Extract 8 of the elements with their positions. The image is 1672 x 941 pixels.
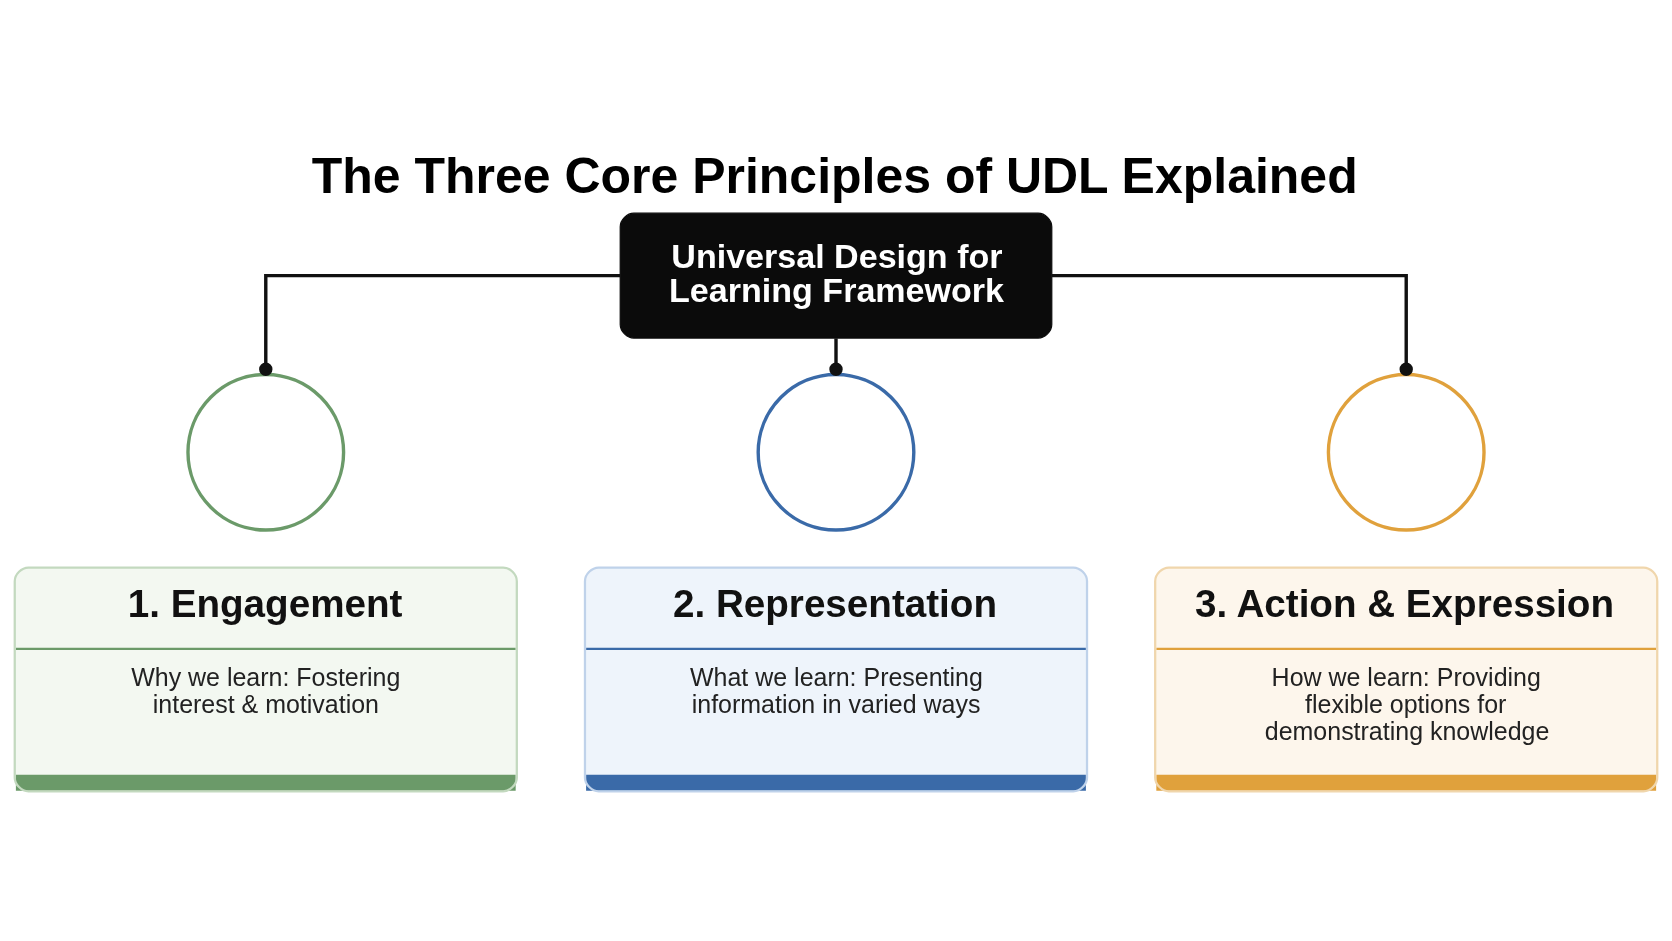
connector (829, 337, 843, 376)
diagram-title: The Three Core Principles of UDL Explained (311, 147, 1358, 204)
connector (259, 273, 620, 376)
node-box: Universal Design for Learning Framework (619, 212, 1053, 339)
node-circle (186, 372, 346, 532)
connector (1052, 273, 1413, 376)
node-circle (756, 372, 916, 532)
node-circle (1326, 372, 1486, 532)
